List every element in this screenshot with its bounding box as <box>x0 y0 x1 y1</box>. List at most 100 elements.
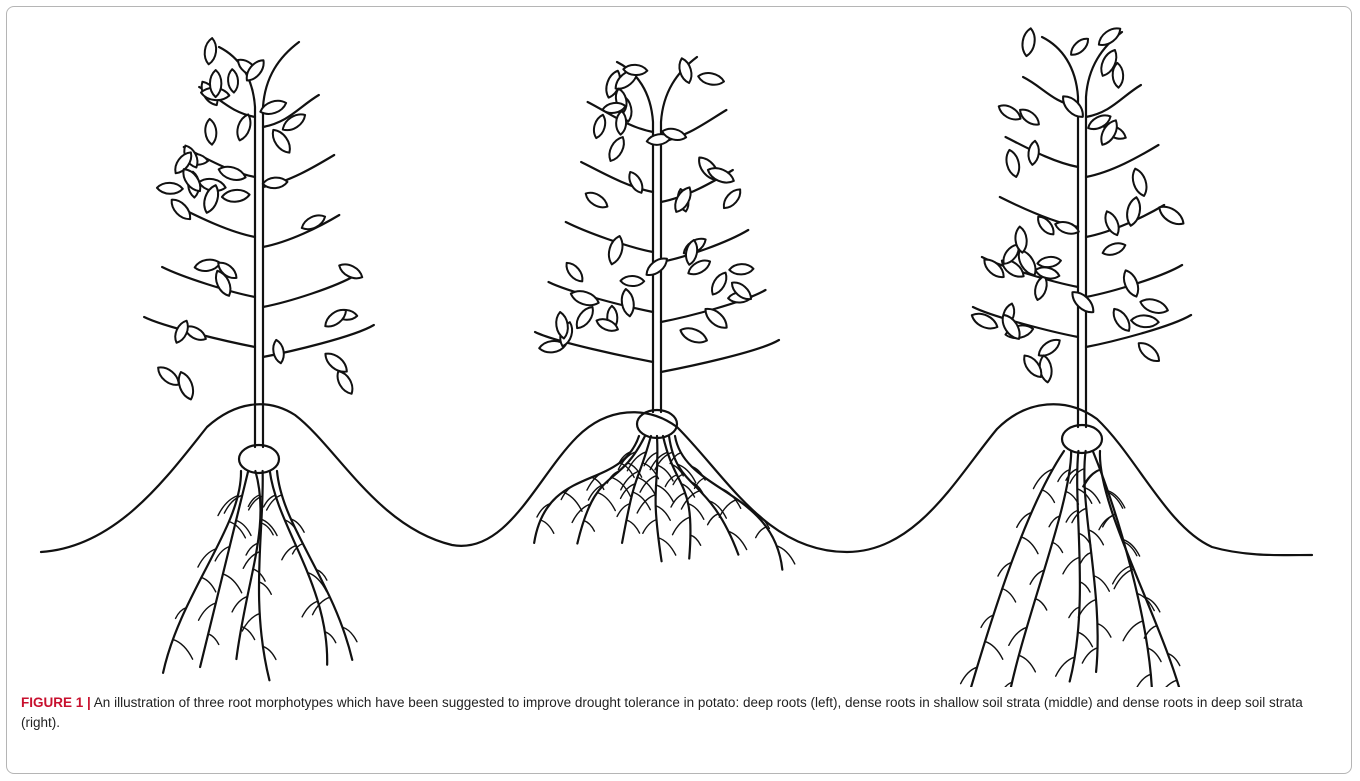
leaf <box>210 70 222 97</box>
rootlet <box>1078 632 1093 647</box>
seed-tuber <box>239 445 279 473</box>
leaf <box>1101 240 1127 257</box>
leaf <box>969 310 1000 333</box>
leaf <box>1125 196 1143 227</box>
leaf <box>643 254 670 279</box>
rootlet <box>1078 600 1096 618</box>
root <box>200 471 248 667</box>
root <box>656 436 662 561</box>
rootlet <box>756 527 767 538</box>
root <box>270 471 327 665</box>
rootlet <box>1063 557 1080 574</box>
branch <box>1086 145 1158 177</box>
leaf <box>155 363 183 389</box>
rootlet <box>1123 621 1143 641</box>
leaf <box>1021 27 1037 57</box>
branch <box>549 282 653 312</box>
leaf <box>1110 306 1134 334</box>
leaf <box>1139 296 1170 316</box>
rootlet <box>1002 589 1015 602</box>
root <box>1100 451 1184 687</box>
rootlet <box>626 520 639 533</box>
leaf <box>1129 167 1149 198</box>
rootlet <box>637 477 655 495</box>
rootlet <box>1069 607 1080 618</box>
leaf <box>204 118 217 145</box>
branch <box>179 207 255 237</box>
root <box>1007 451 1071 687</box>
leaf <box>168 196 195 223</box>
leaf <box>1004 148 1022 178</box>
figure-caption: FIGURE 1 | An illustration of three root… <box>21 693 1337 733</box>
rootlet <box>173 639 193 659</box>
rootlet <box>1019 655 1036 672</box>
leaf <box>322 349 351 376</box>
rootlet <box>719 499 737 517</box>
leaf <box>620 288 636 317</box>
leaf <box>591 113 607 139</box>
leaf <box>1095 24 1123 49</box>
branch <box>263 215 339 247</box>
leaf <box>626 170 646 196</box>
rootlet <box>728 531 746 549</box>
rootlet <box>1157 680 1177 687</box>
leaf <box>720 186 744 212</box>
leaf <box>563 260 586 285</box>
leaf <box>1036 336 1063 360</box>
rootlet <box>633 492 651 510</box>
leaf <box>1068 288 1097 317</box>
leaf <box>678 325 709 346</box>
root <box>1070 451 1080 681</box>
rootlet <box>1052 542 1062 552</box>
rootlet <box>572 504 590 522</box>
leaf <box>583 189 610 211</box>
root <box>277 471 352 660</box>
branch <box>1086 85 1141 117</box>
leaf <box>268 126 294 156</box>
seed-tuber <box>1062 425 1102 453</box>
rootlet <box>1136 674 1151 687</box>
rootlet <box>1042 490 1055 503</box>
root <box>675 436 782 570</box>
rootlet <box>208 634 219 645</box>
stem <box>219 47 255 447</box>
rootlet <box>1080 582 1090 592</box>
leaf <box>271 339 285 364</box>
rootlet <box>1082 648 1097 663</box>
rootlet <box>223 574 242 593</box>
leaf <box>203 37 218 65</box>
rootlet <box>201 577 215 591</box>
rootlet <box>985 641 1003 659</box>
rootlet <box>1021 537 1038 554</box>
leaf <box>1156 202 1187 228</box>
rootlet <box>1097 624 1110 637</box>
rootlet <box>1080 552 1091 563</box>
leaf <box>1037 256 1062 269</box>
leaf <box>157 182 183 194</box>
leaf <box>708 270 730 297</box>
rootlet <box>673 517 690 534</box>
rootlet <box>1035 599 1046 610</box>
figure-panel: FIGURE 1 | An illustration of three root… <box>6 6 1352 774</box>
branch <box>263 275 356 307</box>
leaf <box>620 276 644 286</box>
stem <box>661 57 697 412</box>
rootlet <box>1114 569 1134 589</box>
rootlet <box>656 506 671 521</box>
rootlet <box>248 495 260 507</box>
plant-left <box>144 37 374 680</box>
rootlet <box>541 520 554 533</box>
leaf <box>996 102 1023 124</box>
root <box>970 451 1064 687</box>
rootlet <box>1084 470 1102 488</box>
leaf <box>554 311 569 339</box>
leaf <box>605 134 627 163</box>
rootlet <box>708 514 719 525</box>
leaf <box>1068 35 1092 58</box>
rootlet <box>261 523 273 535</box>
leaf <box>175 370 197 402</box>
leaf <box>1027 140 1040 165</box>
rootlet <box>584 521 595 532</box>
root <box>1084 451 1097 672</box>
leaf <box>573 304 597 332</box>
